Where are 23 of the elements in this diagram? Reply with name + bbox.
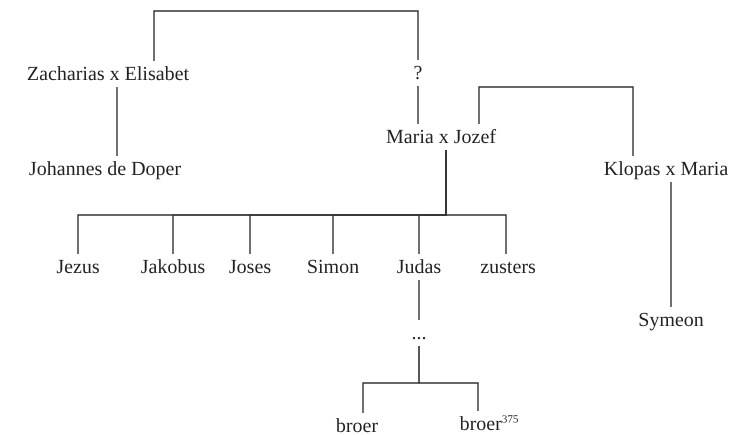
name-label: ? <box>412 60 424 86</box>
name-label: Johannes de Doper <box>28 156 182 182</box>
name-label: Maria x Jozef <box>385 124 497 150</box>
name-label: ... <box>410 320 428 346</box>
name-label: Klopas x Maria <box>602 156 730 182</box>
name-label: broer <box>334 413 380 435</box>
connector-line <box>478 86 634 156</box>
connector-line <box>418 280 420 320</box>
name-label: Joses <box>228 254 272 280</box>
connector-line <box>418 346 479 411</box>
name-label: Jezus <box>55 254 101 280</box>
name-label: broer$^{375}$ <box>458 411 520 435</box>
name-label: Judas <box>396 254 442 280</box>
name-label: Jakobus <box>140 254 206 280</box>
connector-line <box>153 10 419 61</box>
name-label: Symeon <box>637 307 705 333</box>
connector-line <box>670 182 672 307</box>
connector-line <box>417 86 419 124</box>
connector-line <box>116 87 118 156</box>
connector-line <box>445 150 507 254</box>
name-label: Simon <box>306 254 360 280</box>
name-label: zusters <box>479 254 537 280</box>
name-label: Zacharias x Elisabet <box>26 61 190 87</box>
